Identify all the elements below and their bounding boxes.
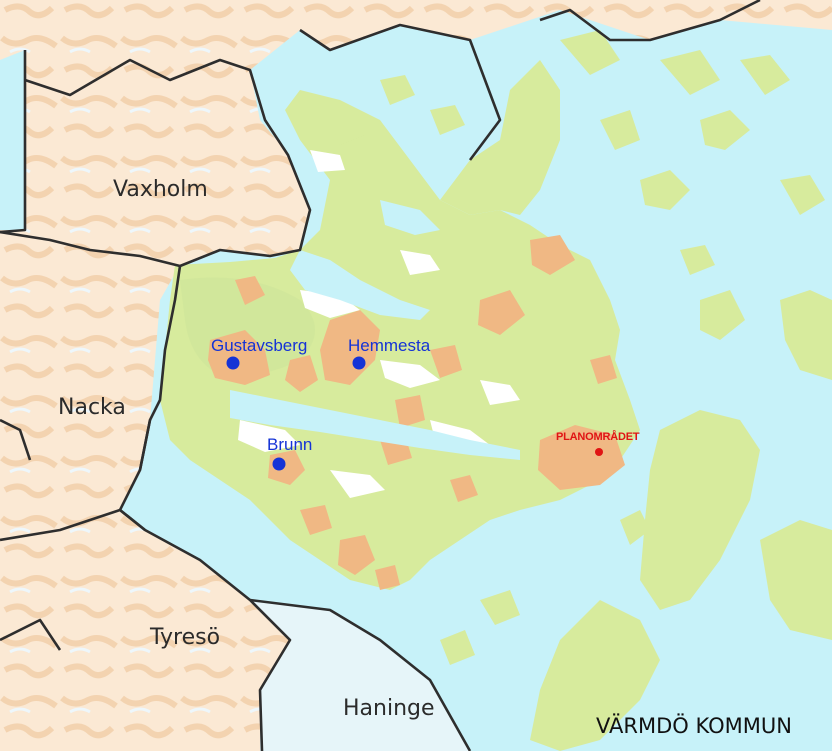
plan-area-dot[interactable] xyxy=(595,448,603,456)
place-label-hemmesta: Hemmesta xyxy=(348,336,431,355)
archipelago-islands xyxy=(330,30,832,751)
hemmesta-dot[interactable] xyxy=(352,356,366,370)
brunn-dot[interactable] xyxy=(272,457,286,471)
urban-areas xyxy=(208,235,625,590)
municipality-label-haninge: Haninge xyxy=(343,696,435,721)
municipality-label-vaxholm: Vaxholm xyxy=(113,177,208,202)
place-label-brunn: Brunn xyxy=(267,435,313,454)
municipality-label-nacka: Nacka xyxy=(58,395,126,420)
municipality-label-tyreso: Tyresö xyxy=(150,625,221,650)
region-label: VÄRMDÖ KOMMUN xyxy=(596,714,792,738)
inner-bays xyxy=(230,200,520,460)
municipal-borders xyxy=(0,0,761,751)
place-label-gustavsberg: Gustavsberg xyxy=(211,336,308,355)
plan-area-label: PLANOMRÅDET xyxy=(556,431,640,443)
gustavsberg-dot[interactable] xyxy=(226,356,240,370)
